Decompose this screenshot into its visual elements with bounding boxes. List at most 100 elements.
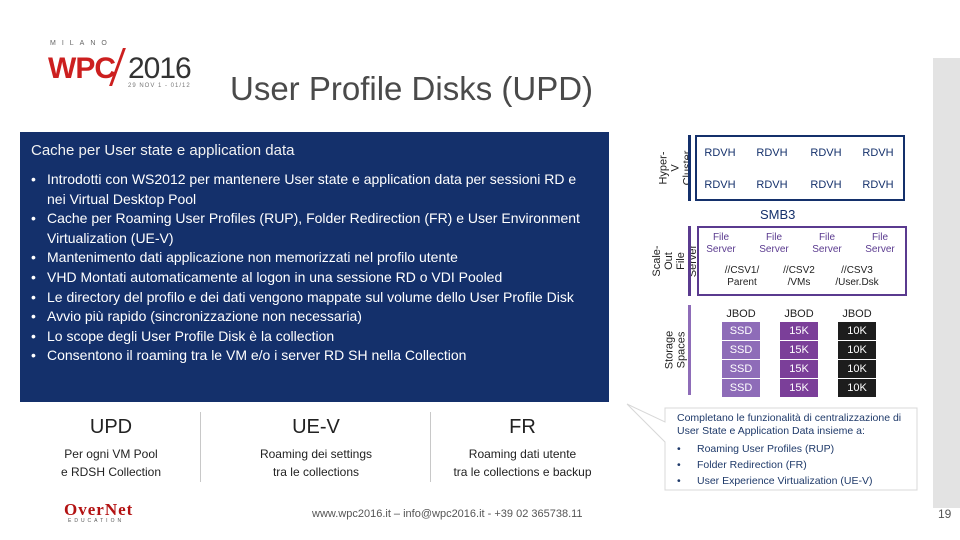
bullet-dot: • xyxy=(31,327,36,344)
rdvh-node: RDVH xyxy=(862,147,894,159)
bullet-text: Cache per Roaming User Profiles (RUP), F… xyxy=(47,210,580,246)
bullet-item: •Lo scope degli User Profile Disk è la c… xyxy=(28,327,598,347)
footer-contact: www.wpc2016.it – info@wpc2016.it - +39 0… xyxy=(312,508,583,520)
bullet-text: Avvio più rapido (sincronizzazione non n… xyxy=(47,308,362,325)
callout-intro: Completano le funzionalità di centralizz… xyxy=(677,412,902,437)
csv-line: //CSV1/ xyxy=(724,265,760,276)
bullet-dot: • xyxy=(677,443,681,455)
bar-sofs xyxy=(688,226,691,296)
label-text: Storage Spaces xyxy=(663,330,687,370)
column-upd: UPD Per ogni VM Pool e RDSH Collection xyxy=(50,416,172,481)
overnet-logo-name: OverNet xyxy=(64,500,134,519)
fs-line: File xyxy=(871,232,889,243)
bullet-item: • Mantenimento dati applicazione non memo… xyxy=(28,248,598,268)
column-line: Per ogni VM Pool xyxy=(64,447,158,461)
fs-line: Server xyxy=(812,244,842,255)
panel-title: Cache per User state e application data xyxy=(31,142,295,159)
jbod-ssd: JBOD SSD SSD SSD SSD xyxy=(722,306,760,398)
rdvh-node: RDVH xyxy=(704,147,736,159)
column-separator xyxy=(430,412,431,482)
fs-line: File xyxy=(818,232,836,243)
bullet-dot: • xyxy=(31,249,36,266)
column-line: tra le collections xyxy=(272,465,360,479)
disk-cell: SSD xyxy=(722,379,760,397)
jbod-heading: JBOD xyxy=(726,308,756,320)
disk-cell: 15K xyxy=(780,360,818,378)
callout-bubble: Completano le funzionalità di centralizz… xyxy=(625,402,921,492)
jbod-10k: JBOD 10K 10K 10K 10K xyxy=(838,306,876,398)
logo-year: 2016 xyxy=(128,52,192,85)
bullet-item: •VHD Montati automaticamente al logon in… xyxy=(28,268,598,288)
disk-cell: SSD xyxy=(722,360,760,378)
disk-cell: 15K xyxy=(780,341,818,359)
wpc-logo: MILANO WPC 2016 29 NOV 1 - 01/12 xyxy=(44,40,204,92)
csv-line: //CSV3 xyxy=(841,265,873,276)
callout-item: •User Experience Virtualization (UE-V) xyxy=(677,473,917,489)
callout-item-text: User Experience Virtualization (UE-V) xyxy=(697,475,873,487)
callout-list: • Roaming User Profiles (RUP) •Folder Red… xyxy=(677,441,917,489)
logo-brand: WPC xyxy=(48,52,116,85)
fs-line: File xyxy=(765,232,783,243)
bullet-dot: • xyxy=(677,459,681,471)
column-fr: FR Roaming dati utente tra le collection… xyxy=(445,416,600,481)
fs-line: Server xyxy=(759,244,789,255)
column-separator xyxy=(200,412,201,482)
column-heading: UPD xyxy=(89,416,133,438)
csv-volume: //CSV3/User.Dsk xyxy=(830,265,884,289)
rdvh-node: RDVH xyxy=(862,179,894,191)
overnet-logo-sub: EDUCATION xyxy=(68,518,125,524)
rdvh-node: RDVH xyxy=(756,179,788,191)
bullet-item: •Le directory del profilo e dei dati ven… xyxy=(28,288,598,308)
csv-line: //CSV2 xyxy=(783,265,815,276)
jbod-heading: JBOD xyxy=(842,308,872,320)
callout-item: • Roaming User Profiles (RUP) xyxy=(677,441,917,457)
info-panel: Cache per User state e application data … xyxy=(20,132,609,402)
label-spaces: Storage Spaces xyxy=(663,305,687,395)
rdvh-node: RDVH xyxy=(704,179,736,191)
right-decorative-strip xyxy=(933,58,960,508)
column-heading: UE-V xyxy=(292,416,340,438)
bullet-text: Le directory del profilo e dei dati veng… xyxy=(47,288,574,305)
disk-cell: 10K xyxy=(838,379,876,397)
bullet-dot: • xyxy=(31,347,36,364)
bullet-dot: • xyxy=(31,308,36,325)
bullet-item: • Cache per Roaming User Profiles (RUP), … xyxy=(28,209,598,248)
label-sofs: Scale-Out File Server xyxy=(651,226,699,296)
disk-cell: 15K xyxy=(780,322,818,340)
fs-line: Server xyxy=(706,244,736,255)
disk-cell: SSD xyxy=(722,322,760,340)
disk-cell: 10K xyxy=(838,360,876,378)
callout-item: •Folder Redirection (FR) xyxy=(677,457,917,473)
csv-line: Parent xyxy=(727,277,757,288)
column-heading: FR xyxy=(509,416,536,438)
csv-volume: //CSV2/VMs xyxy=(772,265,826,289)
column-line: e RDSH Collection xyxy=(60,465,162,479)
bullet-dot: • xyxy=(31,210,36,227)
bullet-text: Introdotti con WS2012 per mantenere User… xyxy=(47,171,577,207)
column-uev: UE-V Roaming dei settings tra le collect… xyxy=(250,416,382,481)
bullet-item: •Introdotti con WS2012 per mantenere Use… xyxy=(28,170,598,209)
column-description: Roaming dati utente tra le collections e… xyxy=(445,445,600,481)
jbod-15k: JBOD 15K 15K 15K 15K xyxy=(780,306,818,398)
column-line: Roaming dati utente xyxy=(468,447,577,461)
column-description: Roaming dei settings tra le collections xyxy=(250,445,382,481)
jbod-heading: JBOD xyxy=(784,308,814,320)
csv-volume: //CSV1/Parent xyxy=(715,265,769,289)
page-number: 19 xyxy=(938,507,952,521)
callout-item-text: Roaming User Profiles (RUP) xyxy=(697,443,835,455)
bar-hyperv xyxy=(688,135,691,201)
fs-line: Server xyxy=(865,244,895,255)
hyperv-cluster-box xyxy=(695,135,905,201)
csv-line: /VMs xyxy=(787,277,811,288)
logo-city: MILANO xyxy=(50,40,113,47)
bullet-text: Mantenimento dati applicazione non memor… xyxy=(47,249,458,266)
bullet-list: • Introdotti con WS2012 per mantenere Use… xyxy=(28,170,598,366)
column-line: Roaming dei settings xyxy=(259,447,373,461)
bullet-item: • Avvio più rapido (sincronizzazione non … xyxy=(28,307,598,327)
callout-text: Completano le funzionalità di centralizz… xyxy=(677,412,917,489)
column-line: tra le collections e backup xyxy=(453,465,592,479)
label-text: Scale-Out File Server xyxy=(651,244,699,278)
